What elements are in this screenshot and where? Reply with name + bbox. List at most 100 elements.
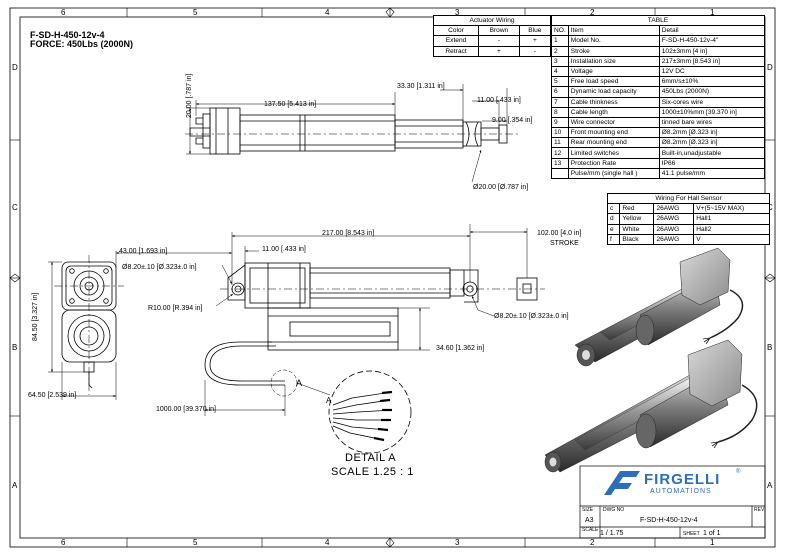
tb-size: A3 — [585, 517, 594, 524]
detail-marker-a: A — [296, 378, 303, 388]
tb-scale: 1 / 1.75 — [600, 530, 624, 537]
spec-cell-detail: F-SD-H-450-12v-4" — [658, 35, 766, 47]
spec-cell-no: 1 — [551, 35, 569, 47]
spec-cell-item: Cable length — [567, 106, 660, 118]
spec-cell-item: Pulse/mm (single hall ) — [567, 167, 660, 180]
zone-left-c: C — [12, 203, 18, 212]
spec-cell-no: 5 — [551, 76, 569, 88]
dim-height-20: 20.00 [.787 in] — [186, 73, 193, 118]
detail-a-view — [328, 370, 412, 454]
hall-cell-key: f — [606, 233, 621, 245]
dim-dia-20: Ø20.00 [Ø.787 in] — [473, 184, 529, 191]
detail-marker-a-2: A — [326, 396, 332, 405]
wiring-title: Actuator Wiring — [433, 14, 551, 27]
hall-cell-key: e — [606, 223, 621, 235]
actuator-side-view — [204, 262, 545, 386]
hall-cell-color: White — [619, 223, 655, 235]
spec-cell-item: Cable thinkness — [567, 96, 660, 108]
logo-reg: ® — [736, 469, 741, 475]
dim-217: 217.00 [8.543 in] — [322, 230, 375, 237]
dim-dia-8-rear: Ø8.20±.10 [Ø.323±.0 in] — [122, 264, 197, 271]
dim-64: 64.50 [2.539 in] — [28, 392, 77, 399]
logo-sub: AUTOMATIONS — [650, 488, 712, 495]
zone-bottom-6: 6 — [61, 538, 66, 547]
zone-bottom-1: 1 — [710, 538, 715, 547]
spec-cell-no: 12 — [551, 147, 569, 159]
zone-left-a: A — [12, 481, 18, 490]
hall-cell-color: Black — [619, 233, 655, 245]
hall-cell-function: V+(5~15V MAX) — [693, 203, 770, 215]
spec-cell-no: 13 — [551, 157, 569, 169]
wiring-row-blue: - — [518, 45, 552, 57]
wiring-row-label: Extend — [432, 35, 480, 47]
spec-cell-detail: IP66 — [658, 157, 766, 169]
tb-dwg: F-SD-H-450-12v-4 — [640, 517, 698, 524]
spec-cell-detail: Built-in,unadjustable — [658, 147, 766, 159]
spec-header-no: NO. — [551, 25, 569, 37]
spec-cell-item: Dynamic load capacity — [567, 86, 660, 98]
wiring-row-blue: + — [518, 35, 552, 47]
spec-cell-no: 4 — [551, 65, 569, 78]
firgelli-logo-icon — [604, 471, 640, 495]
zone-left-d: D — [12, 63, 18, 72]
spec-cell-no: 11 — [551, 137, 569, 149]
hall-title: Wiring For Hall Sensor — [607, 192, 770, 205]
spec-cell-item: Protection Rate — [567, 157, 660, 169]
hall-cell-gauge: 26AWG — [653, 233, 695, 245]
spec-cell-detail: 450Lbs (2000N) — [658, 86, 766, 98]
spec-cell-detail: Ø8.2mm [Ø.323 in] — [658, 127, 766, 139]
logo-name: FIRGELLI — [644, 471, 721, 488]
spec-cell-item: Stroke — [567, 45, 660, 57]
spec-title: TABLE — [551, 14, 765, 27]
spec-row: Pulse/mm (single hall )41.1 pulse/mm — [551, 167, 766, 180]
spec-cell-detail: Ø8.2mm [Ø.323 in] — [658, 137, 766, 149]
zone-right-a: A — [767, 481, 773, 490]
tb-sheet-label: SHEET — [683, 531, 700, 537]
actuator-render-upper — [574, 247, 744, 367]
tb-dwg-label: DWG NO — [603, 507, 625, 513]
actuator-wiring-table: Actuator Wiring Color Brown Blue Extend … — [432, 14, 552, 57]
zone-top-1: 1 — [710, 8, 715, 17]
spec-cell-item: Front mounting end — [567, 127, 660, 139]
end-view-dimension-lines — [48, 261, 117, 400]
model-title: F-SD-H-450-12v-4 — [30, 30, 105, 40]
stroke-label: STROKE — [550, 240, 579, 247]
dim-33: 33.30 [1.311 in] — [397, 83, 445, 90]
hall-cell-function: Hall2 — [693, 223, 770, 235]
spec-cell-detail: 6mm/s±10% — [658, 76, 766, 88]
dim-dia-8-front: Ø8.20±.10 [Ø.323±.0 in] — [494, 313, 569, 320]
hall-cell-function: V — [693, 233, 770, 245]
wiring-header-blue: Blue — [518, 25, 552, 37]
zone-bottom-4: 4 — [325, 538, 330, 547]
hall-cell-gauge: 26AWG — [653, 213, 695, 225]
actuator-render-lower — [544, 339, 758, 473]
dim-11-side: 11.00 [.433 in] — [262, 246, 306, 253]
spec-cell-no: 7 — [551, 96, 569, 108]
wiring-row-brown: - — [478, 35, 520, 47]
spec-cell-detail: 102±3mm [4 in] — [658, 45, 766, 57]
firgelli-logo: FIRGELLI AUTOMATIONS ® — [600, 469, 770, 499]
zone-top-3: 3 — [455, 8, 460, 17]
dim-1000: 1000.00 [39.370 in] — [156, 406, 216, 413]
spec-cell-item: Limited switches — [567, 147, 660, 159]
zone-right-b: B — [767, 343, 773, 352]
spec-cell-no: 10 — [551, 127, 569, 139]
zone-bottom-2: 2 — [590, 538, 595, 547]
spec-cell-no: 9 — [551, 116, 569, 129]
zone-left-b: B — [12, 343, 18, 352]
hall-cell-function: Hall1 — [693, 213, 770, 225]
